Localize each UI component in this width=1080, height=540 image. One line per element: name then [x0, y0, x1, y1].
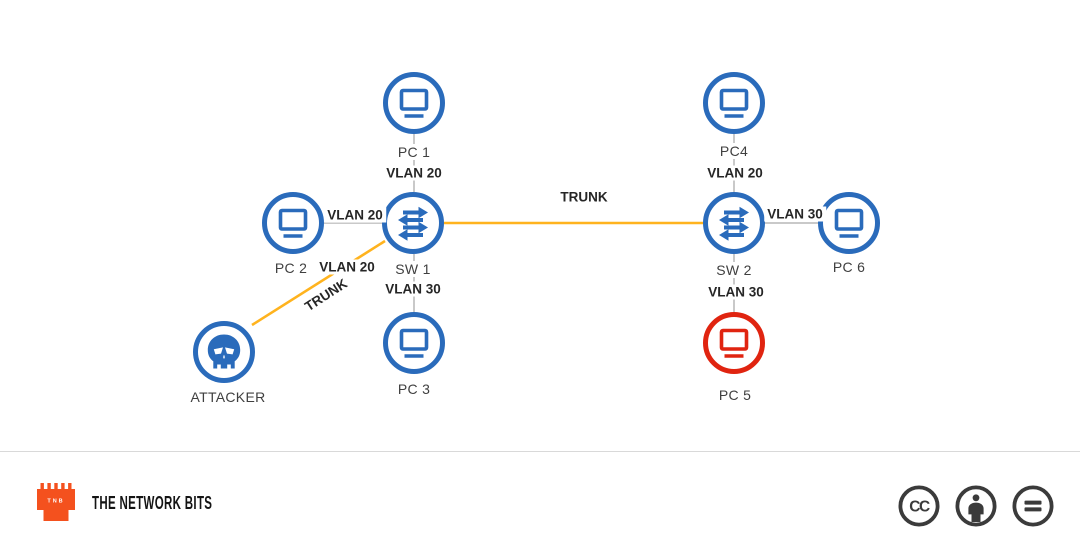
node-pc3: [383, 312, 445, 374]
node-pc1: [383, 72, 445, 134]
node-pc2: [262, 192, 324, 254]
creative-commons-icon: CC: [898, 485, 940, 527]
vlan-label-sw1-pc3: VLAN 30: [382, 281, 444, 297]
node-label-pc1: PC 1: [395, 144, 433, 160]
node-pc6: [818, 192, 880, 254]
node-attacker: [193, 321, 255, 383]
node-label-attacker: ATTACKER: [188, 389, 268, 405]
switch-icon: [382, 192, 444, 254]
vlan-label-pc2-sw1: VLAN 20: [324, 207, 386, 223]
vlan-label-sw2-pc6: VLAN 30: [764, 206, 826, 222]
switch-icon: [703, 192, 765, 254]
logo-text: TNB: [47, 499, 64, 505]
no-derivatives-icon: [1012, 485, 1054, 527]
trunk-link-attacker-sw1: [251, 239, 386, 327]
node-pc4: [703, 72, 765, 134]
pc-icon: [703, 72, 765, 134]
trunk-label-sw1-sw2: TRUNK: [557, 189, 611, 205]
node-label-pc2: PC 2: [272, 260, 310, 276]
node-pc5-victim: [703, 312, 765, 374]
footer-divider: [0, 451, 1080, 452]
pc-icon: [703, 312, 765, 374]
vlan-label-pc4-sw2: VLAN 20: [704, 165, 766, 181]
rj45-logo-icon: TNB: [37, 483, 75, 521]
node-label-pc5: PC 5: [716, 387, 754, 403]
node-label-sw1: SW 1: [393, 261, 433, 277]
node-label-pc4: PC4: [717, 143, 751, 159]
node-sw1: [382, 192, 444, 254]
vlan-label-attacker-sw1: VLAN 20: [316, 259, 378, 275]
attribution-icon: [955, 485, 997, 527]
node-label-sw2: SW 2: [714, 262, 754, 278]
pc-icon: [383, 312, 445, 374]
vlan-label-sw2-pc5: VLAN 30: [705, 284, 767, 300]
pc-icon: [818, 192, 880, 254]
vlan-label-pc1-sw1: VLAN 20: [383, 165, 445, 181]
brand-name: THE NETWORK BITS: [92, 493, 213, 513]
pc-icon: [262, 192, 324, 254]
skull-icon: [193, 321, 255, 383]
license-icons: CC: [897, 484, 1055, 528]
node-label-pc3: PC 3: [395, 381, 433, 397]
node-label-pc6: PC 6: [830, 259, 868, 275]
node-sw2: [703, 192, 765, 254]
cc-letters: CC: [909, 499, 930, 516]
pc-icon: [383, 72, 445, 134]
